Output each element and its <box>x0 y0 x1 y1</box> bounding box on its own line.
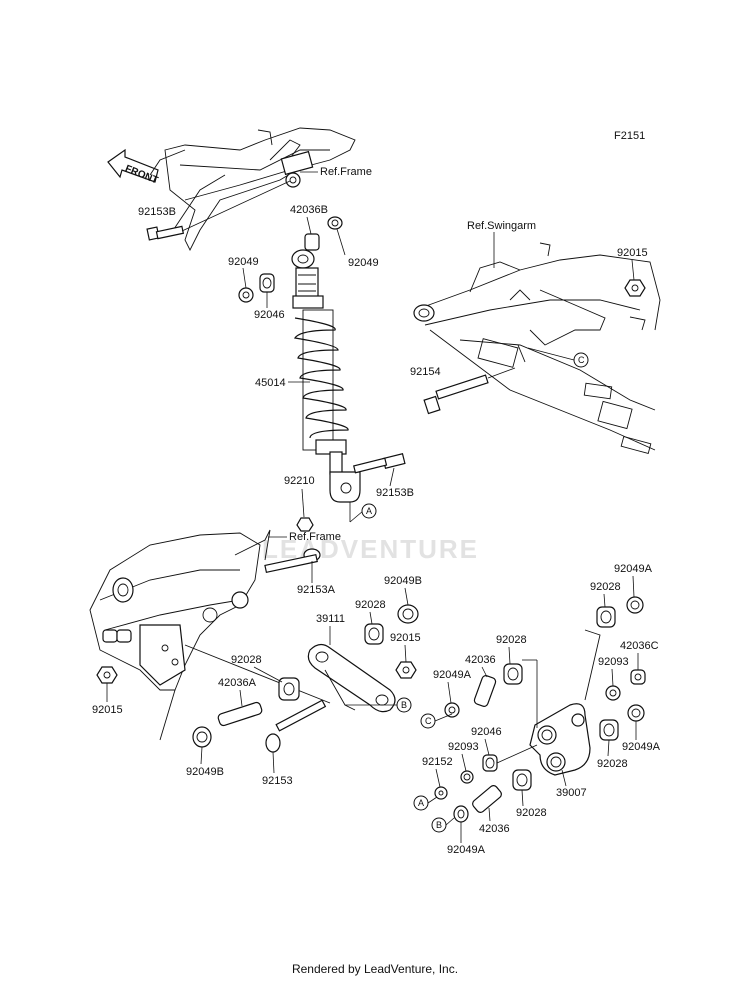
part-label-92049a-bottom: 92049A <box>447 844 486 856</box>
bolt-92153a <box>264 548 321 574</box>
collar-92028-topright <box>596 606 616 628</box>
part-label-92153b-bottom: 92153B <box>376 487 414 499</box>
sleeve-42036b <box>304 233 320 251</box>
part-label-92046-center: 92046 <box>471 726 502 738</box>
collar-92028-center <box>503 663 523 685</box>
callout-a-bottom-label: A <box>418 798 424 808</box>
callout-b-rod-label: B <box>401 700 407 710</box>
figure-code: F2151 <box>614 130 645 142</box>
part-label-92015-mid: 92015 <box>390 632 421 644</box>
collar-92028-left <box>278 677 300 701</box>
part-label-39007: 39007 <box>556 787 587 799</box>
ref-swingarm-label: Ref.Swingarm <box>467 220 536 232</box>
seal-92093-right <box>605 685 621 701</box>
nut-92015-mid <box>395 661 417 679</box>
front-arrow-icon: FRONT <box>107 148 159 186</box>
part-label-92015-swingarm: 92015 <box>617 247 648 259</box>
seal-92049a-left <box>444 702 460 718</box>
bolt-92153b-bottom <box>353 453 406 474</box>
callout-b-rod <box>396 697 412 713</box>
part-label-92028-center: 92028 <box>496 634 527 646</box>
part-label-42036b: 42036B <box>290 204 328 216</box>
part-label-92046-top: 92046 <box>254 309 285 321</box>
seal-92049a-right <box>627 704 645 722</box>
part-label-92154: 92154 <box>410 366 441 378</box>
part-label-92153: 92153 <box>262 775 293 787</box>
part-label-92015-left: 92015 <box>92 704 123 716</box>
part-label-92028-right: 92028 <box>597 758 628 770</box>
ref-frame-mid-label: Ref.Frame <box>289 531 341 543</box>
callout-a-top-label: A <box>366 506 372 516</box>
seal-92049a-top <box>626 596 644 614</box>
part-label-39111: 39111 <box>316 613 345 625</box>
part-label-42036c: 42036C <box>620 640 659 652</box>
bolt-92153b-top <box>146 225 185 241</box>
collar-92028-right <box>599 719 619 741</box>
swingarm-drawing <box>413 242 661 455</box>
part-label-92028-left: 92028 <box>231 654 262 666</box>
nut-92210 <box>296 517 314 532</box>
part-label-92049a-right: 92049A <box>622 741 661 753</box>
part-label-92028-topright: 92028 <box>590 581 621 593</box>
part-label-92152: 92152 <box>422 756 453 768</box>
nut-92015-left <box>96 666 118 684</box>
upper-frame-drawing <box>149 127 356 252</box>
part-label-42036-center: 42036 <box>465 654 496 666</box>
nut-92015-swingarm <box>624 279 646 297</box>
part-label-92210: 92210 <box>284 475 315 487</box>
part-label-92049a-left: 92049A <box>433 669 472 681</box>
sleeve-42036a <box>217 701 263 727</box>
callout-c-swingarm-label: C <box>578 355 585 365</box>
bearing-92046-top <box>259 273 275 293</box>
part-label-92153b-top: 92153B <box>138 206 176 218</box>
part-label-92093-center: 92093 <box>448 741 479 753</box>
collar-92028-mid <box>364 623 384 645</box>
sleeve-42036c <box>630 669 646 685</box>
part-label-45014: 45014 <box>255 377 286 389</box>
part-label-92028-bottom: 92028 <box>516 807 547 819</box>
part-label-92093-right: 92093 <box>598 656 629 668</box>
part-label-92028-mid: 92028 <box>355 599 386 611</box>
seal-92049b-top <box>397 604 419 624</box>
callout-a-top <box>361 503 377 519</box>
sleeve-42036-bottom <box>472 785 502 813</box>
part-label-42036a: 42036A <box>218 677 257 689</box>
seal-92049a-bottom <box>453 805 469 823</box>
seal-92093-center <box>460 770 474 784</box>
sleeve-42036-center <box>473 675 497 707</box>
bolt-92153 <box>265 699 327 753</box>
rocker-arm-39007 <box>529 629 601 776</box>
bearing-92046-center <box>482 754 498 772</box>
seal-92049-left <box>238 287 254 303</box>
callout-c-left-label: C <box>425 716 432 726</box>
part-label-92049-left: 92049 <box>228 256 259 268</box>
washer-92152 <box>434 786 448 800</box>
part-label-92049-right: 92049 <box>348 257 379 269</box>
bolt-92154 <box>423 374 489 415</box>
ref-frame-top-label: Ref.Frame <box>320 166 372 178</box>
shock-absorber-45014 <box>291 249 361 503</box>
collar-92028-bottom <box>512 769 532 791</box>
part-label-92153a: 92153A <box>297 584 336 596</box>
seal-92049b-bottom <box>192 726 212 748</box>
footer-credit: Rendered by LeadVenture, Inc. <box>291 962 459 976</box>
callout-b-bottom-label: B <box>436 820 442 830</box>
lower-frame-drawing <box>89 529 331 741</box>
part-label-92049b-bottom: 92049B <box>186 766 224 778</box>
part-label-42036-bottom: 42036 <box>479 823 510 835</box>
part-label-92049a-top: 92049A <box>614 563 653 575</box>
part-label-92049b-top: 92049B <box>384 575 422 587</box>
seal-92049-right <box>327 216 343 230</box>
